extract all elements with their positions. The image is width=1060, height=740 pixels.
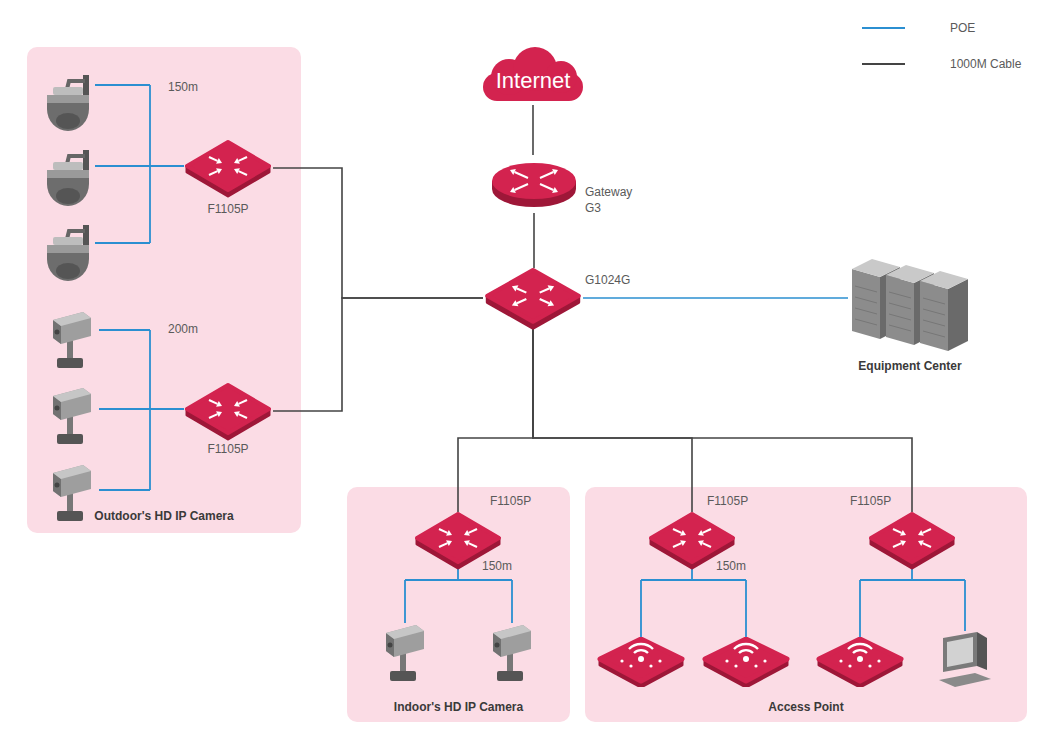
region-panel: Access Point F1105P F1105P xyxy=(585,487,1027,722)
poe-wire xyxy=(95,85,965,637)
region-panel: Indoor's HD IP Camera F1105P xyxy=(347,487,570,722)
gateway-router: Gateway G3 xyxy=(488,155,580,213)
poe-switch-icon xyxy=(183,383,273,439)
core-switch-icon xyxy=(483,268,583,328)
distance-label: 150m xyxy=(716,559,746,575)
poe-switch-icon xyxy=(183,140,273,196)
poe-switch: F1105P xyxy=(183,383,273,439)
cable-connector xyxy=(533,213,535,268)
cable-connector xyxy=(533,328,912,512)
distance-label: 150m xyxy=(482,559,512,575)
cable-connector xyxy=(533,328,692,512)
region-title: Outdoor's HD IP Camera xyxy=(27,509,301,525)
equipment-center: Equipment Center xyxy=(848,255,972,355)
legend-sample xyxy=(862,63,905,65)
access-point-icons xyxy=(600,632,991,687)
internet-cloud: Internet xyxy=(475,45,591,105)
cable-connector xyxy=(273,298,483,411)
region-title: Indoor's HD IP Camera xyxy=(347,700,570,716)
device-label: G1024G xyxy=(585,273,655,289)
cable-connector xyxy=(458,328,533,512)
device-label: F1105P xyxy=(850,494,910,510)
cable-connector xyxy=(532,105,534,155)
poe-switch: F1105P xyxy=(867,512,957,568)
distance-label: 200m xyxy=(168,322,198,338)
poe-switch: F1105P xyxy=(183,140,273,196)
legend-text: POE xyxy=(950,21,975,37)
legend-sample xyxy=(862,27,905,29)
device-label: Equipment Center xyxy=(828,359,992,375)
device-label: F1105P xyxy=(183,202,273,218)
camera-icons xyxy=(47,75,531,681)
cable-connector xyxy=(583,297,848,299)
distance-label: 150m xyxy=(168,80,198,96)
device-label: F1105P xyxy=(707,494,767,510)
legend-text: 1000M Cable xyxy=(950,57,1021,73)
cable-connector xyxy=(273,168,483,298)
device-label: Internet xyxy=(475,69,591,93)
device-label: Gateway G3 xyxy=(585,185,645,216)
poe-switch-icon xyxy=(867,512,957,568)
server-icon xyxy=(848,255,972,355)
device-label: F1105P xyxy=(183,442,273,458)
region-title: Access Point xyxy=(585,700,1027,716)
core-switch: G1024G xyxy=(483,268,583,328)
region-panel: Outdoor's HD IP Camera F1105P F1105P xyxy=(27,47,301,533)
gateway-icon xyxy=(488,155,580,213)
device-label: F1105P xyxy=(490,494,550,510)
